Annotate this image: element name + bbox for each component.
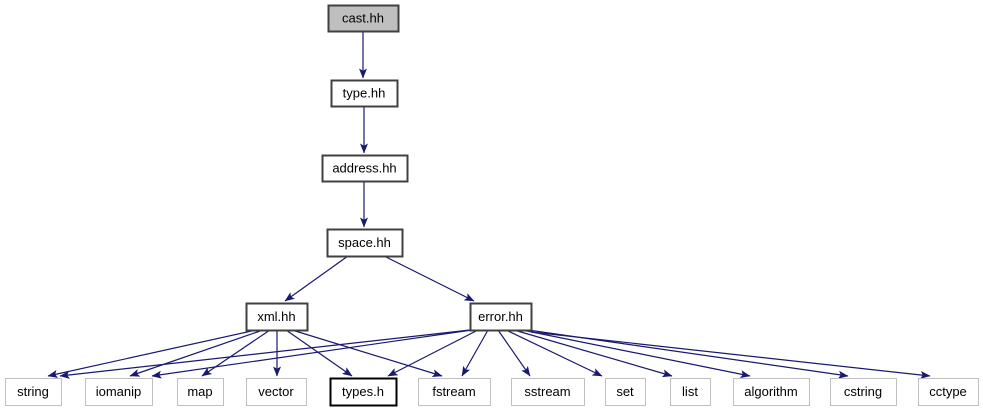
edge-error-to-algorithm xyxy=(521,329,751,379)
graph-node-cstring[interactable]: cstring xyxy=(830,378,897,406)
graph-node-cctype[interactable]: cctype xyxy=(918,378,979,406)
edge-space-to-xml xyxy=(284,255,349,302)
edge-xml-to-iomanip xyxy=(129,329,264,377)
node-box-error[interactable] xyxy=(469,302,533,332)
edge-space-to-error xyxy=(383,255,475,302)
node-box-iomanip[interactable] xyxy=(85,378,153,406)
graph-node-list[interactable]: list xyxy=(670,378,711,406)
edge-xml-to-map xyxy=(201,329,271,377)
graph-node-map[interactable]: map xyxy=(177,378,224,406)
nodes-layer: cast.hh type.hh address.hh space.hh xml.hh er… xyxy=(5,4,979,407)
graph-node-fstream[interactable]: fstream xyxy=(418,378,491,406)
node-box-cstring[interactable] xyxy=(830,378,897,406)
graph-node-sstream[interactable]: sstream xyxy=(511,378,585,406)
node-box-list[interactable] xyxy=(670,378,711,406)
graph-node-algorithm[interactable]: algorithm xyxy=(733,378,810,406)
graph-node-xml[interactable]: xml.hh xyxy=(245,302,309,332)
edge-xml-to-typesh xyxy=(285,329,353,377)
graph-node-iomanip[interactable]: iomanip xyxy=(85,378,153,406)
node-box-xml[interactable] xyxy=(245,302,309,332)
graph-node-address[interactable]: address.hh xyxy=(321,154,409,183)
node-box-address[interactable] xyxy=(321,154,409,183)
graph-node-type[interactable]: type.hh xyxy=(330,79,399,108)
graph-node-set[interactable]: set xyxy=(605,378,646,406)
graph-node-cast[interactable]: cast.hh xyxy=(327,4,400,33)
edge-error-to-list xyxy=(513,329,673,378)
edge-error-to-set xyxy=(505,329,603,377)
edge-error-to-cctype xyxy=(530,331,931,379)
edge-xml-to-string xyxy=(47,329,257,378)
graph-node-string[interactable]: string xyxy=(5,378,62,406)
edge-error-to-sstream xyxy=(497,329,531,377)
node-box-cctype[interactable] xyxy=(918,378,979,406)
node-box-type[interactable] xyxy=(330,79,399,108)
node-box-string[interactable] xyxy=(5,378,62,406)
graph-node-vector[interactable]: vector xyxy=(246,378,307,406)
graph-node-error[interactable]: error.hh xyxy=(469,302,533,332)
edge-xml-to-fstream xyxy=(291,329,443,378)
node-box-cast[interactable] xyxy=(327,4,400,33)
edge-error-to-string xyxy=(59,329,471,379)
node-box-vector[interactable] xyxy=(246,378,307,406)
node-box-typesh[interactable] xyxy=(329,377,398,407)
edge-error-to-fstream xyxy=(461,329,489,377)
node-box-sstream[interactable] xyxy=(511,378,585,406)
node-box-fstream[interactable] xyxy=(418,378,491,406)
edge-error-to-typesh xyxy=(387,329,479,377)
node-box-set[interactable] xyxy=(605,378,646,406)
node-box-map[interactable] xyxy=(177,378,224,406)
edges-layer xyxy=(47,31,931,379)
node-box-space[interactable] xyxy=(326,228,404,258)
node-box-algorithm[interactable] xyxy=(733,378,810,406)
graph-node-typesh[interactable]: types.h xyxy=(329,377,398,407)
edge-error-to-iomanip xyxy=(151,329,473,379)
graph-node-space[interactable]: space.hh xyxy=(326,228,404,258)
